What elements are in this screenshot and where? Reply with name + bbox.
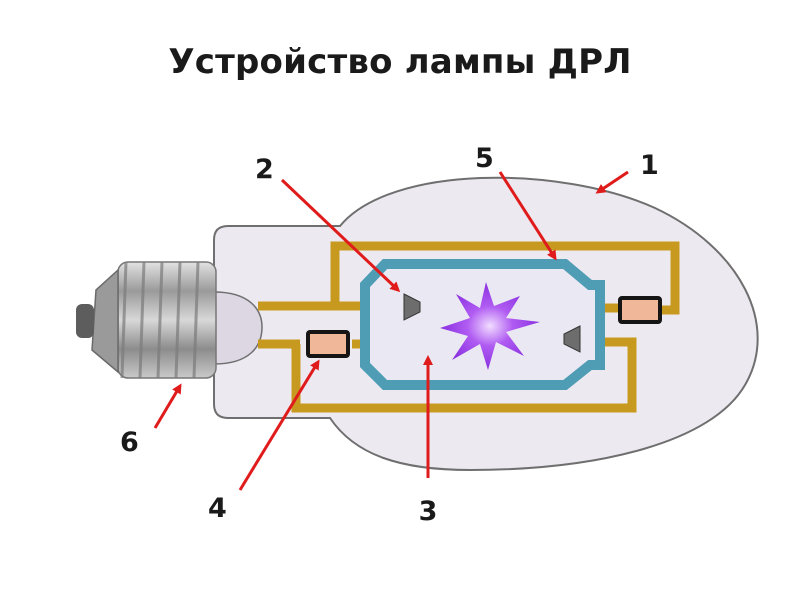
- arrow-4: [238, 359, 320, 491]
- resistor-left: [306, 330, 350, 358]
- discharge-arc: [440, 282, 540, 370]
- screw-base: [76, 261, 217, 379]
- resistor-right: [618, 296, 662, 324]
- arrow-1: [595, 170, 629, 194]
- callout-2: 2: [255, 154, 274, 185]
- arrow-2: [280, 178, 401, 293]
- diagram-title: Устройство лампы ДРЛ: [168, 42, 632, 82]
- callout-1: 1: [640, 150, 659, 181]
- arrow-5: [498, 171, 557, 261]
- callout-6: 6: [120, 427, 139, 458]
- arrow-6: [153, 383, 182, 429]
- glass-neck: [213, 291, 263, 365]
- callout-5: 5: [475, 143, 494, 174]
- electrode-left: [403, 293, 421, 321]
- callout-4: 4: [208, 493, 227, 524]
- electrode-right: [563, 325, 581, 353]
- callout-3: 3: [419, 496, 438, 527]
